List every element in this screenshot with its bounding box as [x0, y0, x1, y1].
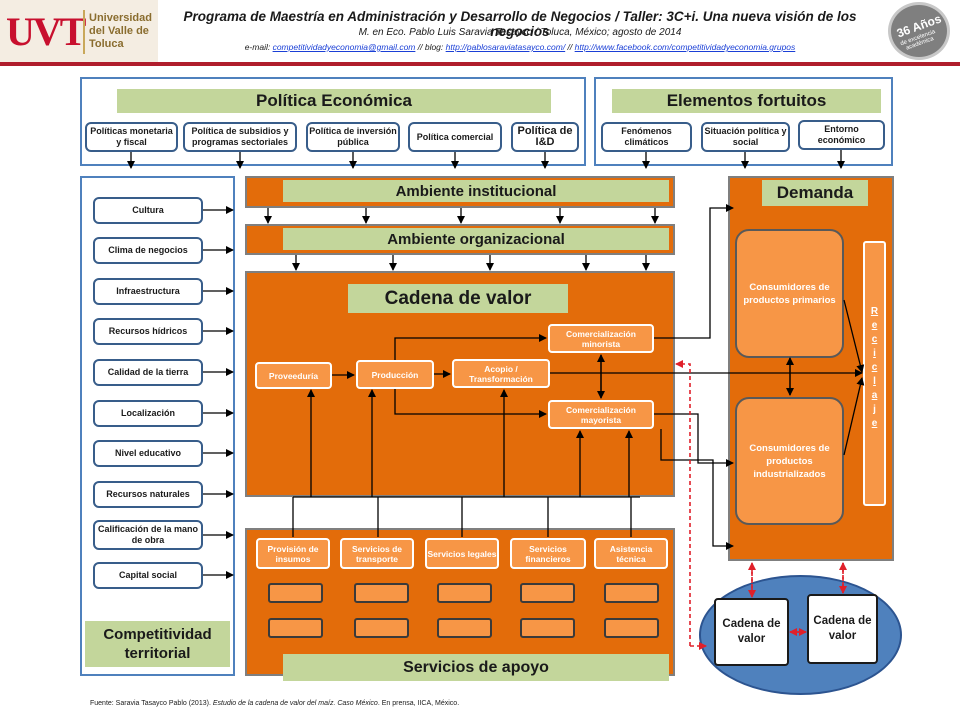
logo-text: Universidad del Valle de Toluca — [89, 12, 152, 50]
territorial-box-mano-obra: Calificación de la mano de obra — [93, 520, 203, 550]
territorial-box-cultura: Cultura — [93, 197, 203, 224]
produccion-box: Producción — [356, 360, 434, 389]
servicio-box-financieros: Servicios financieros — [510, 538, 586, 569]
placeholder-box — [604, 618, 659, 638]
placeholder-box — [354, 618, 409, 638]
logo-separator — [83, 10, 85, 54]
reciclaje-letter: a — [871, 390, 878, 401]
politica-box-monetaria: Políticas monetaria y fiscal — [85, 122, 178, 152]
link-separator: // — [565, 42, 575, 52]
consumidores-industrializados-box: Consumidores de productos industrializad… — [735, 397, 844, 525]
servicio-box-transporte: Servicios de transporte — [340, 538, 414, 569]
placeholder-box — [268, 583, 323, 603]
source-prefix: Fuente: Saravia Tasayco Pablo (2013). — [90, 700, 213, 707]
cadena-de-valor-title: Cadena de valor — [348, 284, 568, 313]
header-links: e-mail: competitividadyeconomia@gmail.co… — [160, 42, 880, 52]
placeholder-box — [437, 583, 492, 603]
reciclaje-letter: e — [871, 418, 878, 429]
politica-box-inversion: Política de inversión pública — [306, 122, 400, 152]
comercializacion-minorista-box: Comercialización minorista — [548, 324, 654, 353]
reciclaje-letter: e — [871, 320, 878, 331]
comercializacion-mayorista-box: Comercialización mayorista — [548, 400, 654, 429]
placeholder-box — [437, 618, 492, 638]
servicio-box-legales: Servicios legales — [425, 538, 499, 569]
reciclaje-letter: j — [873, 404, 876, 415]
fortuito-box-climaticos: Fenómenos climáticos — [601, 122, 692, 152]
blog-label: // blog: — [415, 42, 446, 52]
ambiente-institucional-title: Ambiente institucional — [283, 180, 669, 202]
acopio-transformacion-box: Acopio / Transformación — [452, 359, 550, 388]
header-divider — [0, 62, 960, 66]
logo-mark: UVT — [6, 9, 86, 54]
elementos-fortuitos-title: Elementos fortuitos — [612, 89, 881, 113]
placeholder-box — [354, 583, 409, 603]
servicio-box-insumos: Provisión de insumos — [256, 538, 330, 569]
header-title: Programa de Maestría en Administración y… — [183, 9, 857, 39]
politica-box-id: Política de I&D — [511, 122, 579, 152]
politica-box-comercial: Política comercial — [408, 122, 502, 152]
header-subtitle: M. en Eco. Pablo Luis Saravia Tasayco / … — [358, 27, 682, 38]
consumidores-primarios-box: Consumidores de productos primarios — [735, 229, 844, 358]
territorial-box-infraestructura: Infraestructura — [93, 278, 203, 305]
reciclaje-letter: R — [870, 306, 879, 317]
territorial-box-recursos-naturales: Recursos naturales — [93, 481, 203, 508]
territorial-box-recursos-hidricos: Recursos hídricos — [93, 318, 203, 345]
fortuito-box-politica-social: Situación política y social — [701, 122, 790, 152]
anniversary-badge: 36 Años de excelencia académica — [888, 2, 950, 60]
territorial-box-clima-negocios: Clima de negocios — [93, 237, 203, 264]
territorial-box-nivel-educativo: Nivel educativo — [93, 440, 203, 467]
servicio-box-asistencia: Asistencia técnica — [594, 538, 668, 569]
external-cadena-box-2: Cadena de valor — [807, 594, 878, 664]
politica-economica-title: Política Económica — [117, 89, 551, 113]
territorial-box-calidad-tierra: Calidad de la tierra — [93, 359, 203, 386]
ambiente-organizacional-title: Ambiente organizacional — [283, 228, 669, 250]
reciclaje-letter: c — [871, 334, 878, 345]
facebook-link[interactable]: http://www.facebook.com/competitividadye… — [574, 42, 796, 52]
reciclaje-letter: c — [871, 362, 878, 373]
source-title: Estudio de la cadena de valor del maíz. … — [212, 700, 378, 707]
blog-link[interactable]: http://pablosaraviatasayco.com/ — [445, 42, 566, 52]
source-note: Fuente: Saravia Tasayco Pablo (2013). Es… — [90, 700, 890, 707]
email-link[interactable]: competitividadyeconomia@gmail.com — [272, 42, 416, 52]
reciclaje-bar: R e c i c l a j e — [863, 241, 886, 506]
fortuito-box-economico: Entorno económico — [798, 120, 885, 150]
servicios-de-apoyo-title: Servicios de apoyo — [283, 654, 669, 681]
competitividad-territorial-title: Competitividad territorial — [85, 621, 230, 667]
reciclaje-letter: l — [873, 376, 876, 387]
proveeduria-box: Proveeduría — [255, 362, 332, 389]
demanda-title: Demanda — [762, 180, 868, 206]
source-suffix: . En prensa, IICA, México. — [377, 700, 460, 707]
territorial-box-localizacion: Localización — [93, 400, 203, 427]
placeholder-box — [520, 583, 575, 603]
placeholder-box — [604, 583, 659, 603]
university-logo: UVT Universidad del Valle de Toluca — [0, 0, 158, 62]
external-cadena-box-1: Cadena de valor — [714, 598, 789, 666]
territorial-box-capital-social: Capital social — [93, 562, 203, 589]
reciclaje-letter: i — [873, 348, 876, 359]
politica-box-subsidios: Política de subsidios y programas sector… — [183, 122, 297, 152]
placeholder-box — [268, 618, 323, 638]
placeholder-box — [520, 618, 575, 638]
email-label: e-mail: — [244, 42, 273, 52]
